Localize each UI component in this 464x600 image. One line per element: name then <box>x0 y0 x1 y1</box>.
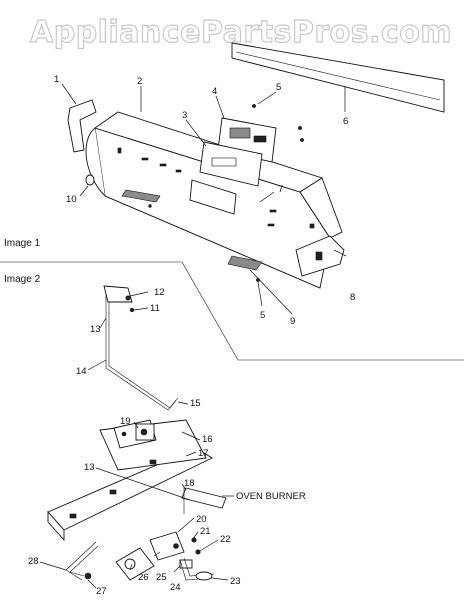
callout-26: 26 <box>138 572 149 583</box>
callout-21: 21 <box>200 526 211 537</box>
callout-17: 17 <box>198 448 209 459</box>
callout-2: 2 <box>137 76 142 87</box>
regulator <box>149 531 185 561</box>
callout-27: 27 <box>96 586 107 597</box>
callout-6: 6 <box>343 116 348 127</box>
image1-assembly <box>67 42 445 289</box>
lower-shield-left <box>121 189 161 203</box>
callout-28: 28 <box>28 556 39 567</box>
callout-19: 19 <box>120 416 131 427</box>
oven-burner-bracket <box>181 487 227 509</box>
callout-18: 18 <box>184 478 195 489</box>
callout-13-mid: 13 <box>84 462 95 473</box>
indicator-lamp <box>85 174 95 186</box>
image-separator <box>0 261 464 361</box>
callout-3: 3 <box>182 110 187 121</box>
callout-1: 1 <box>54 74 59 85</box>
callout-8: 8 <box>350 292 355 303</box>
callout-20: 20 <box>196 514 207 525</box>
top-trim-strip <box>231 42 445 113</box>
inlet-tube <box>65 541 97 581</box>
callout-22: 22 <box>220 534 231 545</box>
image2-callouts: 12 11 13 14 15 19 16 17 13 18 20 21 22 2… <box>28 287 306 597</box>
image2-leaders <box>39 291 234 589</box>
oven-burner-annotation: OVEN BURNER <box>236 491 306 502</box>
callout-16: 16 <box>202 434 213 445</box>
callout-7: 7 <box>278 184 283 195</box>
callout-23: 23 <box>230 576 241 587</box>
lower-bracket <box>227 255 263 271</box>
callout-15: 15 <box>190 398 201 409</box>
image1-callouts: 1 2 3 4 5 6 7 8 5 9 10 <box>54 74 355 327</box>
callout-5-bottom: 5 <box>260 310 265 321</box>
image2-assembly <box>47 285 227 581</box>
callout-5-top: 5 <box>276 82 281 93</box>
membrane-overlay <box>199 141 263 187</box>
image1-label: Image 1 <box>4 238 41 249</box>
callout-9: 9 <box>290 316 295 327</box>
gas-tube <box>105 290 177 411</box>
callout-14: 14 <box>76 366 87 377</box>
thermostat-bracket <box>103 285 133 303</box>
callout-4: 4 <box>212 86 217 97</box>
callout-10: 10 <box>66 194 77 205</box>
callout-13-top: 13 <box>90 324 101 335</box>
callout-24: 24 <box>170 582 181 593</box>
callout-25: 25 <box>156 572 167 583</box>
callout-11: 11 <box>150 303 160 314</box>
image1-leaders <box>61 83 347 315</box>
watermark-text: AppliancePartsPros.com <box>30 15 452 50</box>
safety-valve <box>113 419 157 449</box>
image2-label: Image 2 <box>4 274 41 285</box>
callout-12: 12 <box>154 287 165 298</box>
left-end-cap <box>67 99 97 153</box>
display-window <box>189 179 237 215</box>
